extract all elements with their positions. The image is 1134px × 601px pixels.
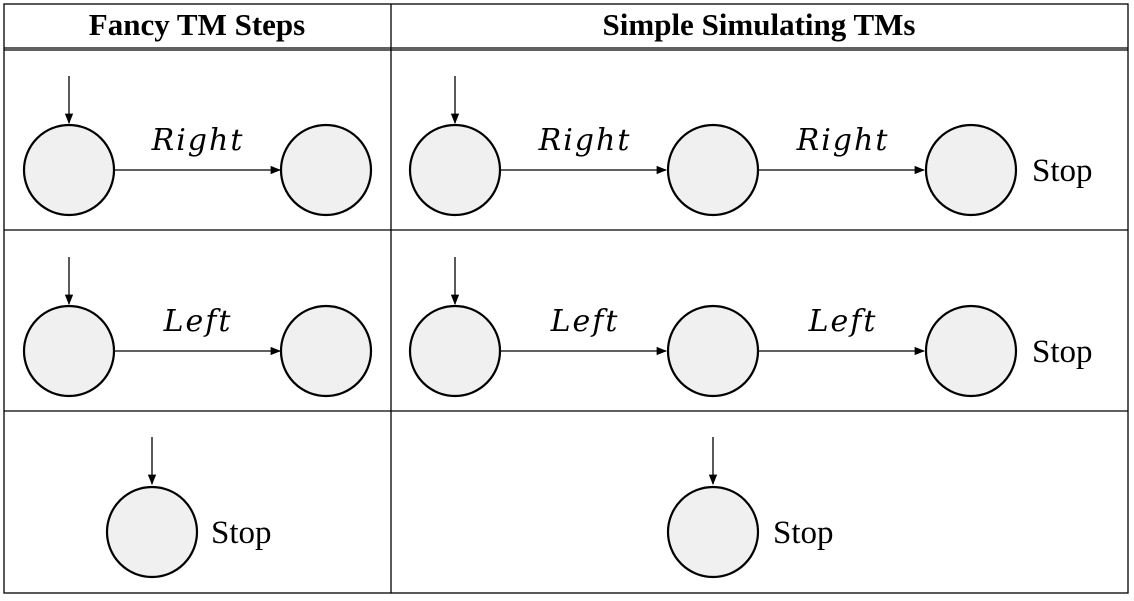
stop-label: Stop [1032, 153, 1093, 189]
stop-label: Stop [211, 515, 272, 551]
stop-label: Stop [1032, 334, 1093, 370]
fancy-right-diagram: Right [22, 76, 373, 217]
state-node [279, 304, 373, 398]
row-stop: Stop Stop [105, 437, 834, 579]
transition-label: Left [808, 304, 878, 339]
simple-left-diagram: Left Left Stop [408, 257, 1093, 398]
header-fancy-tm-steps: Fancy TM Steps [89, 7, 305, 42]
state-node [666, 123, 760, 217]
transition-label: Right [538, 123, 632, 158]
state-node [924, 304, 1018, 398]
fancy-stop-diagram: Stop [105, 437, 272, 579]
transition-label: Left [163, 304, 233, 339]
table-border [3, 3, 1129, 594]
simple-right-diagram: Right Right Stop [408, 76, 1093, 217]
state-node [22, 123, 116, 217]
transition-label: Left [550, 304, 620, 339]
transition-label: Right [796, 123, 890, 158]
state-node [408, 123, 502, 217]
simple-stop-diagram: Stop [666, 437, 834, 579]
stop-label: Stop [773, 515, 834, 551]
state-node [279, 123, 373, 217]
row-right-move: Right Right Right Stop [22, 76, 1093, 217]
state-node [22, 304, 116, 398]
row-left-move: Left Left Left Stop [22, 257, 1093, 398]
state-node [666, 304, 760, 398]
state-node [666, 485, 760, 579]
fancy-left-diagram: Left [22, 257, 373, 398]
state-node [105, 485, 199, 579]
header-simple-simulating-tms: Simple Simulating TMs [603, 7, 916, 42]
state-node [408, 304, 502, 398]
state-node [924, 123, 1018, 217]
transition-label: Right [151, 123, 245, 158]
table-grid [3, 3, 1129, 594]
